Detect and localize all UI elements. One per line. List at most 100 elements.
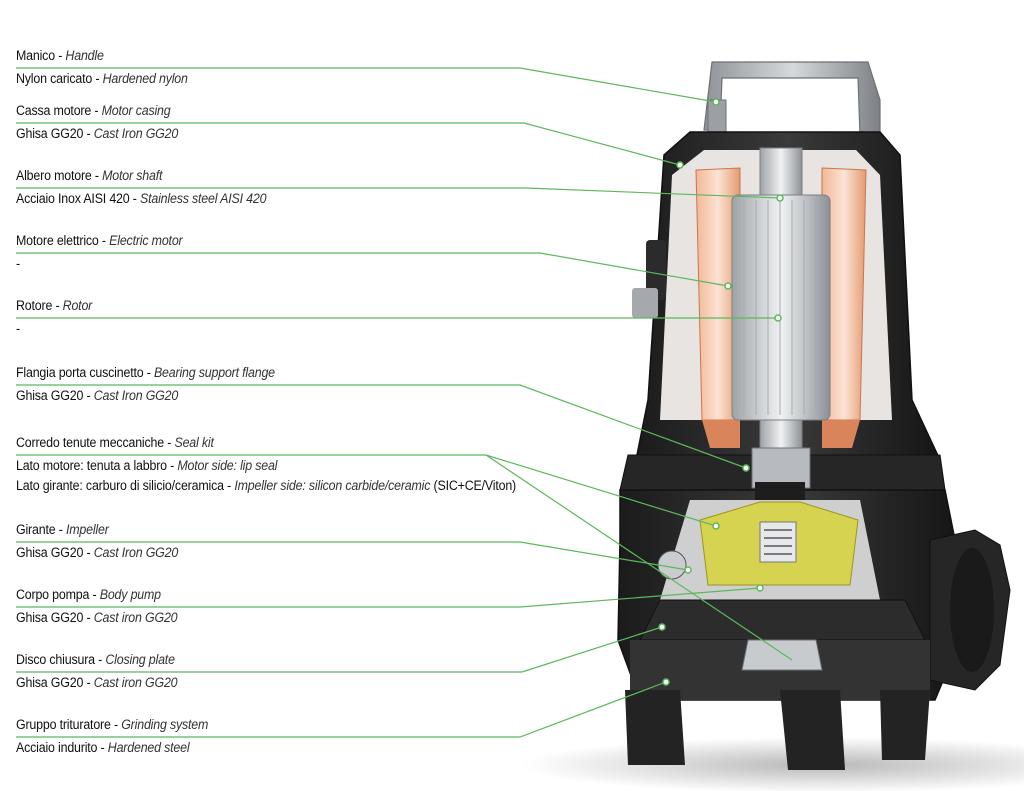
leader-line-11 — [16, 681, 667, 738]
seal-spec-tag: (SIC+CE/Viton) — [430, 478, 517, 493]
callout-11-material-en: Hardened steel — [107, 740, 190, 755]
electric-motor-part — [695, 167, 867, 448]
leader-dot-9 — [756, 584, 764, 592]
callout-6-material-en: Cast Iron GG20 — [93, 388, 179, 403]
leader-dot-7 — [712, 522, 720, 530]
leader-line-2 — [16, 122, 681, 166]
callout-2-material: Ghisa GG20 - Cast Iron GG20 — [16, 124, 178, 144]
callout-7-impeller-side-it: Lato girante: carburo di silicio/ceramic… — [16, 478, 224, 493]
leader-line-seal-2 — [485, 454, 793, 661]
separator: - — [83, 388, 94, 403]
grinding-system-part — [741, 639, 823, 671]
leader-dot-5 — [774, 314, 782, 322]
callout-3-title-en: Motor shaft — [102, 168, 163, 183]
callout-11-title: Gruppo trituratore - Grinding system — [16, 715, 208, 735]
callout-1-title-en: Handle — [65, 48, 104, 63]
callout-9-title: Corpo pompa - Body pump — [16, 585, 161, 605]
separator: - — [83, 545, 94, 560]
callout-9-material-it: Ghisa GG20 — [16, 610, 84, 625]
separator: - — [83, 126, 94, 141]
callout-1-material-it: Nylon caricato — [16, 71, 93, 86]
leader-dot-11 — [662, 678, 670, 686]
separator: - — [94, 652, 106, 667]
callout-10-material: Ghisa GG20 - Cast iron GG20 — [16, 673, 178, 693]
separator: - — [52, 298, 63, 313]
callout-6-material: Ghisa GG20 - Cast Iron GG20 — [16, 386, 178, 406]
callout-4-material: - — [16, 254, 20, 274]
separator: - — [166, 458, 178, 473]
leader-line-4 — [16, 252, 729, 287]
callout-7-title: Corredo tenute meccaniche - Seal kit — [16, 433, 214, 453]
callout-10-title-en: Closing plate — [105, 652, 175, 667]
leader-dot-2 — [676, 161, 684, 169]
callout-3-material-it: Acciaio Inox AISI 420 — [16, 191, 130, 206]
leader-line-1 — [16, 67, 717, 103]
separator: - — [91, 168, 103, 183]
callout-6-title-en: Bearing support flange — [153, 365, 275, 380]
separator: - — [143, 365, 154, 380]
callout-6-material-it: Ghisa GG20 — [16, 388, 84, 403]
leader-line-6 — [16, 384, 747, 469]
callout-4-title: Motore elettrico - Electric motor — [16, 231, 183, 251]
separator: - — [223, 478, 235, 493]
callout-7-impeller-side: Lato girante: carburo di silicio/ceramic… — [16, 476, 516, 496]
leader-dot-1 — [712, 98, 720, 106]
callout-6-title-it: Flangia porta cuscinetto — [16, 365, 144, 380]
callout-7-title-it: Corredo tenute meccaniche — [16, 435, 164, 450]
leader-line-3 — [16, 187, 781, 199]
separator: - — [163, 435, 175, 450]
callout-5-title-en: Rotor — [62, 298, 93, 313]
pump-feet — [625, 690, 930, 770]
callout-2-material-en: Cast Iron GG20 — [93, 126, 179, 141]
callout-8-material-en: Cast Iron GG20 — [93, 545, 179, 560]
handle-part — [703, 61, 881, 143]
separator: - — [129, 191, 141, 206]
callout-5-material-it: - — [16, 321, 20, 336]
floor-shadow — [520, 737, 1024, 791]
leader-dot-3 — [776, 194, 784, 202]
callout-7-title-en: Seal kit — [174, 435, 214, 450]
impeller-part — [699, 482, 859, 586]
callout-2-title: Cassa motore - Motor casing — [16, 101, 171, 121]
callout-1-material: Nylon caricato - Hardened nylon — [16, 69, 188, 89]
callout-5-title-it: Rotore — [16, 298, 53, 313]
callout-11-title-en: Grinding system — [121, 717, 209, 732]
leader-dot-8 — [684, 566, 692, 574]
callout-2-material-it: Ghisa GG20 — [16, 126, 84, 141]
callout-9-material-en: Cast iron GG20 — [93, 610, 178, 625]
callout-1-material-en: Hardened nylon — [102, 71, 188, 86]
callout-6-title: Flangia porta cuscinetto - Bearing suppo… — [16, 363, 275, 383]
leader-line-10 — [16, 626, 663, 673]
callout-3-title-it: Albero motore — [16, 168, 92, 183]
callout-10-material-it: Ghisa GG20 — [16, 675, 84, 690]
callout-7-impeller-side-en: Impeller side: silicon carbide/ceramic — [234, 478, 431, 493]
separator: - — [92, 71, 103, 86]
callout-10-title-it: Disco chiusura — [16, 652, 95, 667]
callout-2-title-en: Motor casing — [101, 103, 171, 118]
callout-11-title-it: Gruppo trituratore — [16, 717, 111, 732]
callout-9-title-it: Corpo pompa — [16, 587, 90, 602]
separator: - — [91, 103, 102, 118]
callout-11-material-it: Acciaio indurito — [16, 740, 98, 755]
separator: - — [83, 610, 94, 625]
callout-10-title: Disco chiusura - Closing plate — [16, 650, 175, 670]
separator: - — [54, 48, 66, 63]
callout-11-material: Acciaio indurito - Hardened steel — [16, 738, 190, 758]
callout-7-material-it: Lato motore: tenuta a labbro — [16, 458, 167, 473]
callout-3-title: Albero motore - Motor shaft — [16, 166, 162, 186]
callout-3-material: Acciaio Inox AISI 420 - Stainless steel … — [16, 189, 266, 209]
callout-8-material: Ghisa GG20 - Cast Iron GG20 — [16, 543, 178, 563]
callout-8-title-it: Girante — [16, 522, 56, 537]
separator: - — [55, 522, 66, 537]
bearing-flange-part — [619, 447, 946, 491]
callout-4-title-it: Motore elettrico — [16, 233, 99, 248]
callout-8-material-it: Ghisa GG20 — [16, 545, 84, 560]
separator: - — [98, 233, 110, 248]
separator: - — [89, 587, 100, 602]
leader-dot-4 — [724, 282, 732, 290]
callout-8-title-en: Impeller — [65, 522, 109, 537]
callout-5-material: - — [16, 319, 20, 339]
callout-10-material-en: Cast iron GG20 — [93, 675, 178, 690]
callout-5-title: Rotore - Rotor — [16, 296, 92, 316]
